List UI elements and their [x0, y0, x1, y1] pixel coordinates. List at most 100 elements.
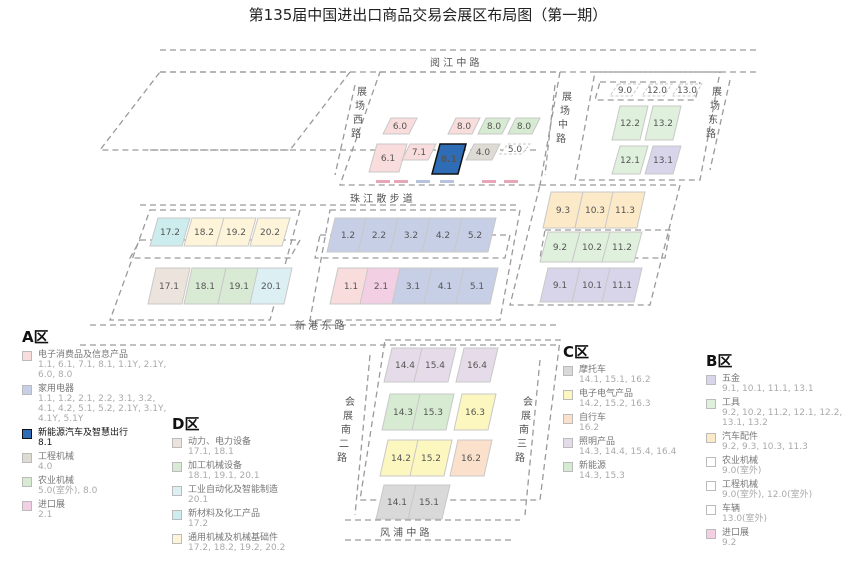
hall-label: 11.3	[615, 206, 635, 216]
legend-halls: 2.1	[38, 510, 53, 520]
legend-halls: 18.1, 19.1, 20.1	[188, 471, 260, 481]
hall-12-2: 12.2	[611, 105, 649, 141]
hall-label: 15.4	[425, 361, 445, 371]
legend-category: 通用机械及机械基础件	[188, 533, 279, 543]
hall-label: 18.2	[194, 228, 214, 238]
legend-swatch	[563, 462, 573, 472]
street-yuejiang: 阅 江 中 路	[430, 56, 480, 69]
hall-13-2: 13.2	[644, 105, 682, 141]
hall-label: 5.1	[470, 282, 484, 292]
hall-label: 9.1	[553, 281, 567, 291]
hall-15-4: 15.4	[413, 347, 457, 383]
legend-swatch	[22, 385, 32, 395]
legend-swatch	[563, 390, 573, 400]
hall-4-0: 4.0	[465, 143, 501, 161]
hall-label: 15.3	[423, 408, 443, 418]
hall-label: 3.2	[404, 231, 418, 241]
hall-label: 11.1	[612, 281, 632, 291]
hall-label: 6.1	[381, 154, 395, 164]
entrance-marks	[376, 180, 518, 183]
legend-halls: 17.2, 18.2, 19.2, 20.2	[188, 543, 286, 553]
hall-13-1: 13.1	[644, 145, 682, 175]
legend-category: 自行车	[579, 413, 607, 423]
legend-category: 进口展	[38, 500, 66, 510]
legend-halls: 17.1, 18.1	[188, 447, 234, 457]
hall-label: 19.2	[226, 228, 246, 238]
legend-category: 加工机械设备	[188, 461, 243, 471]
legend-swatch	[706, 505, 716, 515]
hall-label: 20.1	[261, 282, 281, 292]
legend-swatch	[22, 429, 32, 439]
hall-8-1: 8.1	[431, 143, 467, 175]
hall-label: 4.0	[476, 148, 491, 158]
northwest-block	[98, 71, 352, 151]
hall-label: 16.3	[465, 408, 485, 418]
legend-swatch	[22, 351, 32, 361]
hall-label: 12.0	[647, 86, 667, 96]
hall-label: 20.2	[260, 228, 280, 238]
hall-label: 13.2	[653, 119, 673, 129]
hall-16-3: 16.3	[453, 393, 497, 431]
legend-halls: 9.2	[722, 538, 737, 548]
hall-label: 6.0	[393, 122, 408, 132]
b-south-block	[509, 184, 681, 306]
legend-halls: 9.1, 10.1, 11.1, 13.1	[722, 384, 814, 394]
hall-label: 14.4	[395, 361, 415, 371]
hall-5-1: 5.1	[455, 267, 499, 305]
legend-swatch	[172, 486, 182, 496]
hall-12-0: 12.0	[641, 83, 673, 97]
legend-category: 汽车配件	[722, 432, 759, 442]
hall-17-1: 17.1	[147, 267, 191, 305]
street-east: 展场东路	[706, 86, 722, 140]
legend-zone-title: B区	[706, 352, 733, 370]
hall-16-2: 16.2	[449, 439, 493, 477]
street-zhujiang: 珠 江 散 步 道	[350, 192, 413, 205]
hall-6-0: 6.0	[382, 117, 418, 135]
street-fengpu: 风 浦 中 路	[380, 526, 430, 539]
hall-5-2: 5.2	[453, 217, 497, 253]
legend-halls: 9.0(室外)	[722, 466, 762, 476]
hall-label: 14.3	[393, 408, 413, 418]
legend-halls: 4.0	[38, 462, 53, 472]
legend-swatch	[563, 414, 573, 424]
legend-halls: 5.0(室外), 8.0	[38, 486, 98, 496]
legend-swatch	[706, 375, 716, 385]
hall-20-2: 20.2	[249, 217, 291, 247]
hall-11-1: 11.1	[601, 267, 643, 303]
legend-category: 工业自动化及智能制造	[188, 485, 279, 495]
legend-category: 动力、电力设备	[188, 437, 252, 447]
hall-8-0: 8.0	[477, 117, 511, 135]
legend-halls: 1.1, 1.2, 2.1, 2.2, 3.1, 3.2, 4.1, 4.2, …	[38, 394, 167, 424]
hall-label: 9.0	[618, 86, 633, 96]
legend-swatch	[706, 529, 716, 539]
hall-13-0: 13.0	[671, 83, 703, 97]
hall-label: 16.4	[467, 361, 487, 371]
hall-label: 8.0	[517, 122, 532, 132]
hall-label: 10.3	[585, 206, 605, 216]
hall-label: 8.0	[487, 122, 502, 132]
hall-label: 8.1	[441, 155, 457, 165]
legend-category: 照明产品	[579, 437, 616, 447]
hall-8-0: 8.0	[507, 117, 541, 135]
a-south-block	[309, 209, 521, 321]
hall-label: 14.1	[387, 498, 407, 508]
legend-category: 新能源	[579, 461, 607, 471]
legend-category: 农业机械	[722, 456, 759, 466]
hall-12-1: 12.1	[611, 145, 649, 175]
hall-16-4: 16.4	[455, 347, 499, 383]
d-block	[109, 209, 301, 321]
legend-category: 五金	[722, 374, 741, 384]
hall-11-2: 11.2	[601, 231, 643, 263]
hall-label: 4.1	[438, 282, 452, 292]
